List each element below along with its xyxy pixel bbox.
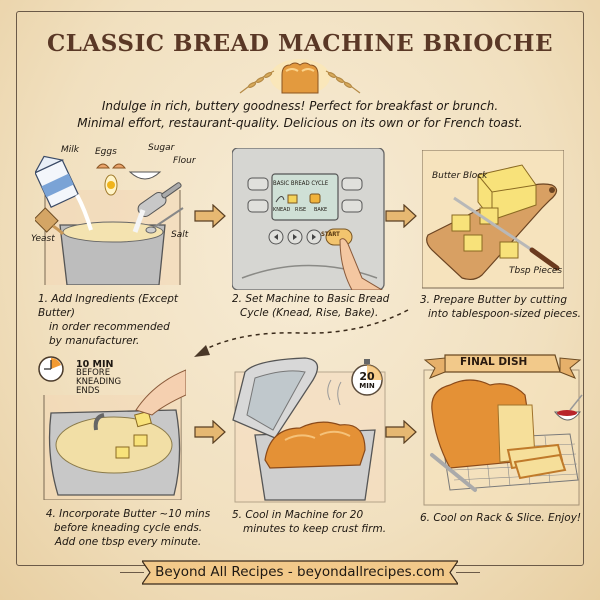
step-6-caption-line: 6. Cool on Rack & Slice. Enjoy! [420,512,582,524]
label-sugar: Sugar [148,143,175,153]
arrow-right-icon [385,420,417,444]
step-5-caption-line: 5. Cool in Machine for 20 [232,509,364,521]
step-5-caption: 5. Cool in Machine for 20 minutes to kee… [232,508,402,536]
timer-line: BEFORE [76,368,111,378]
label-butter-block: Butter Block [432,171,488,181]
butter-cutting-board-illustration [422,150,564,289]
step-2-caption-line: 2. Set Machine to Basic Bread [232,293,390,305]
step-3-caption-line: 3. Prepare Butter by cutting [420,294,567,306]
step-2-caption-line: Cycle (Knead, Rise, Bake). [240,307,379,319]
step-5-caption-line: minutes to keep crust firm. [243,523,387,535]
step-4-caption-line: Add one tbsp every minute. [54,536,202,548]
final-dish-banner: FINAL DISH [460,356,528,368]
timer-20-value: 20 [359,370,375,383]
step-6-caption: 6. Cool on Rack & Slice. Enjoy! [420,511,590,525]
arrow-right-icon [385,204,417,228]
label-salt: Salt [171,230,189,240]
label-flour: Flour [173,156,196,166]
step-1-caption-line: in order recommended [49,321,170,333]
footer-website-link[interactable]: Beyond All Recipes - beyondallrecipes.co… [155,564,445,580]
step-3-caption-line: into tablespoon-sized pieces. [428,308,581,320]
mode-bake[interactable]: BAKE [314,207,328,213]
step-4-caption-line: 4. Incorporate Butter ~10 mins [45,508,211,520]
cooling-in-machine-illustration [232,357,386,503]
intro-line-2: Minimal effort, restaurant-quality. Deli… [77,116,523,130]
mode-knead[interactable]: KNEAD [273,207,291,213]
step-4-caption: 4. Incorporate Butter ~10 mins before kn… [38,507,218,549]
bread-machine-control-panel [232,148,385,290]
step-4-caption-line: before kneading cycle ends. [53,522,203,534]
final-dish-illustration [423,354,583,506]
timer-10min-label: 10 MIN BEFORE KNEADING ENDS [76,360,121,396]
step-2-caption: 2. Set Machine to Basic Bread Cycle (Kne… [232,292,402,320]
start-button[interactable]: START [321,231,340,238]
arrow-right-icon [194,204,226,228]
label-tbsp-pieces: Tbsp Pieces [509,266,563,276]
step-1-caption-line: by manufacturer. [49,335,140,347]
mode-rise[interactable]: RISE [295,207,307,213]
brioche-wheat-emblem-icon [239,59,361,95]
timer-line: ENDS [76,386,100,396]
step-1-caption-line: 1. Add Ingredients (Except Butter) [38,293,178,319]
page-title: CLASSIC BREAD MACHINE BRIOCHE [46,30,554,57]
intro-line-1: Indulge in rich, buttery goodness! Perfe… [101,99,499,113]
footer-ribbon [142,560,458,585]
lcd-title: BASIC BREAD CYCLE [273,180,329,187]
label-eggs: Eggs [95,147,117,157]
timer-line: 10 MIN [76,359,114,370]
add-ingredients-illustration [35,155,184,285]
dashed-return-arrow-icon [194,309,409,357]
footer-divider-right [456,572,480,573]
intro-text: Indulge in rich, buttery goodness! Perfe… [0,98,600,132]
incorporate-butter-illustration [38,356,186,500]
timer-20-unit: MIN [359,382,375,390]
footer-divider-left [120,572,144,573]
arrow-right-icon [194,420,226,444]
step-1-caption: 1. Add Ingredients (Except Butter) in or… [38,292,218,348]
step-3-caption: 3. Prepare Butter by cutting into tables… [420,293,590,321]
timer-line: KNEADING [76,377,122,387]
label-yeast: Yeast [31,234,55,244]
label-milk: Milk [61,145,79,155]
